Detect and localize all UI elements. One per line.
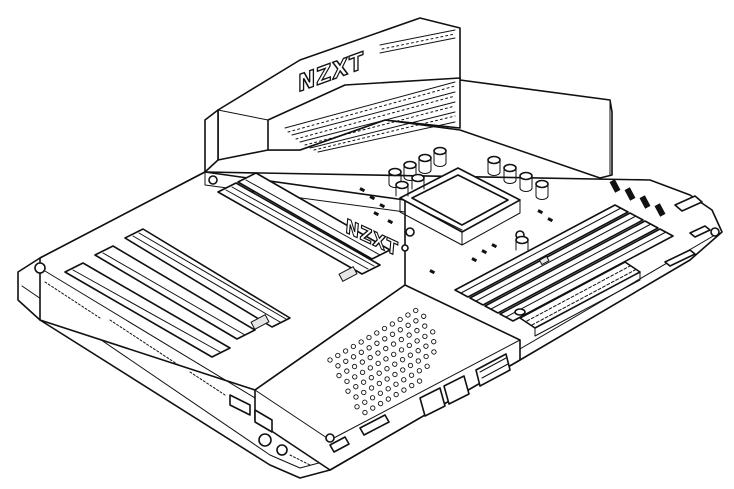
dimm-slot-1 (454, 204, 629, 298)
capacitor (487, 155, 501, 176)
left-edge-connectors (44, 281, 311, 466)
capacitor (411, 173, 425, 190)
capacitor (519, 171, 533, 192)
capacitor (388, 167, 402, 188)
mounting-holes (34, 175, 720, 443)
capacitor (433, 146, 447, 167)
capacitor (418, 153, 432, 174)
cpu-socket (399, 167, 525, 246)
vrm-capacitors (388, 146, 549, 251)
pcie-slot-3 (124, 228, 291, 330)
dimm-slot-3 (484, 220, 659, 314)
dimm-slot-2 (469, 212, 644, 306)
rear-panel-edge (204, 109, 219, 173)
pcie-slot-2 (237, 172, 391, 260)
right-edge-connectors (664, 195, 711, 267)
atx-24pin-connector (519, 261, 641, 337)
capacitor (503, 163, 517, 184)
bottom-capacitor (514, 308, 526, 316)
shroud-vent (284, 81, 456, 153)
capacitor (515, 235, 529, 251)
capacitor (395, 180, 409, 197)
capacitor (535, 179, 549, 200)
dimm-latches (538, 179, 666, 266)
dimm-slot-4 (499, 228, 674, 322)
io-shroud: NZXT (217, 17, 613, 179)
smd-components (359, 187, 554, 275)
pcie-slot-4 (94, 245, 256, 340)
bottom-edge-headers (329, 353, 511, 453)
pcie-slot-5 (64, 262, 231, 358)
heatsink-vent-dots (327, 307, 437, 416)
pcie-slot-1 (217, 182, 381, 282)
